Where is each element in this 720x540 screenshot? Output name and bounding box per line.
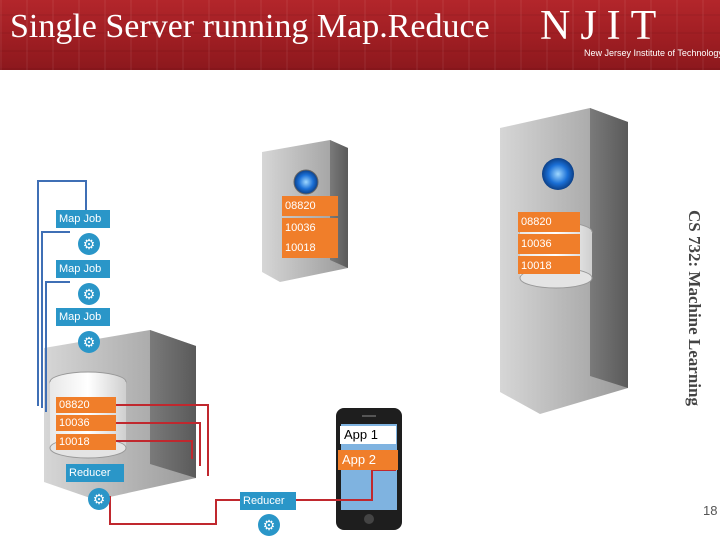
center-id-2: 10036 — [282, 218, 338, 238]
center-id-3: 10018 — [282, 238, 338, 258]
gear-icon: ⚙ — [88, 488, 110, 510]
bottom-reducer-label: Reducer — [240, 492, 296, 510]
reducer-links — [109, 404, 396, 525]
right-id-1: 08820 — [518, 212, 580, 232]
left-id-3: 10018 — [56, 434, 116, 450]
left-reducer-label: Reducer — [66, 464, 124, 482]
gear-icon: ⚙ — [258, 514, 280, 536]
left-server — [44, 330, 196, 500]
left-id-1: 08820 — [56, 397, 116, 413]
right-id-2: 10036 — [518, 234, 580, 254]
njit-logo-subtitle: New Jersey Institute of Technology — [584, 48, 720, 58]
header-pattern — [0, 0, 720, 70]
page-number: 18 — [703, 503, 718, 518]
header-banner — [0, 0, 720, 70]
gear-icon: ⚙ — [78, 331, 100, 353]
gear-icon: ⚙ — [78, 283, 100, 305]
center-id-1: 08820 — [282, 196, 338, 216]
app-1-label: App 1 — [340, 426, 396, 444]
njit-logo: NJIT — [540, 3, 667, 49]
map-job-1: Map Job — [56, 210, 110, 228]
map-job-3: Map Job — [56, 308, 110, 326]
map-job-links — [37, 180, 87, 412]
right-id-3: 10018 — [518, 256, 580, 274]
map-job-2: Map Job — [56, 260, 110, 278]
app-2-label: App 2 — [338, 450, 398, 470]
gear-icon: ⚙ — [78, 233, 100, 255]
page-title: Single Server running Map.Reduce — [10, 8, 490, 45]
left-id-2: 10036 — [56, 415, 116, 431]
